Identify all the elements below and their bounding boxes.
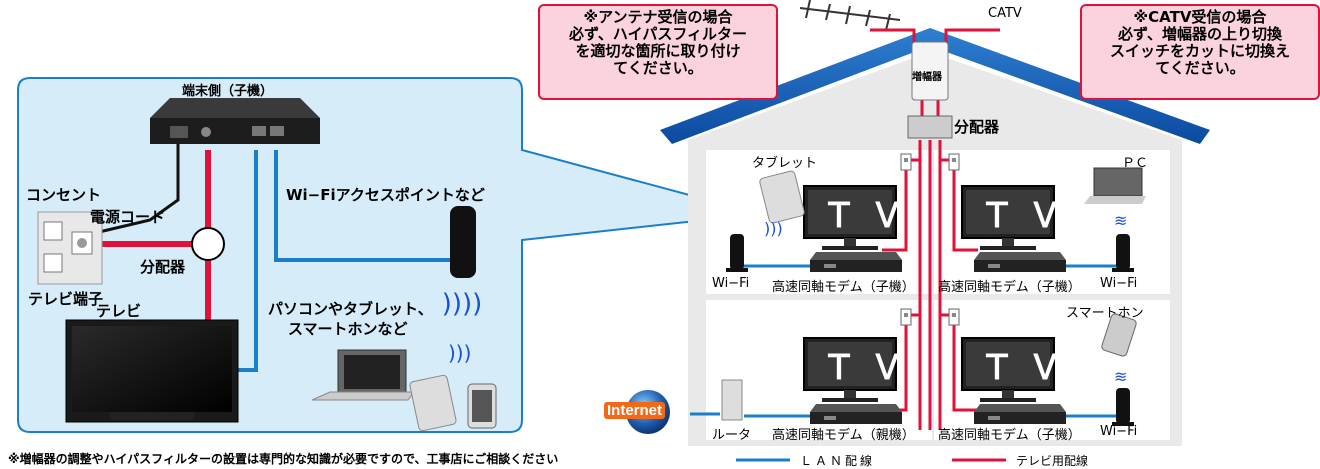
room-bl-router-label: ルータ — [712, 428, 752, 443]
room-bl-modem-label: 高速同軸モデム（親機） — [772, 428, 915, 443]
tablet-label: タブレット — [752, 156, 818, 171]
house-splitter-label: 分配器 — [954, 118, 1000, 136]
legend-lan-label: ＬＡＮ配線 — [800, 454, 876, 468]
wifi-signal-icon: )))) — [442, 289, 483, 319]
svg-text:≋: ≋ — [1114, 367, 1127, 386]
terminal-label: 端末側（子機） — [182, 84, 274, 99]
tablet-icon — [759, 170, 805, 224]
smartphone-label: スマートホン — [1066, 306, 1144, 321]
room-br-modem-label: 高速同軸モデム（子機） — [938, 428, 1081, 443]
antenna-callout-line: ※アンテナ受信の場合 — [583, 8, 733, 26]
lan-wiring — [690, 264, 1116, 418]
tablet-icon — [409, 374, 457, 432]
catv-callout-line: ※CATV受信の場合 — [1133, 8, 1267, 26]
modem-icon — [974, 404, 1066, 424]
internet-label: Internet — [604, 402, 666, 419]
room-tl-wifi-label: Wi−Fi — [712, 276, 750, 291]
footnote: ※増幅器の調整やハイパスフィルターの設置は専門的な知識が必要ですので、工事店にご… — [8, 452, 559, 466]
legend-tv-label: テレビ用配線 — [1016, 454, 1089, 468]
detail-splitter-label: 分配器 — [140, 258, 186, 276]
room-tr-wifi-label: Wi−Fi — [1100, 276, 1138, 291]
svg-text:≋: ≋ — [1114, 211, 1127, 230]
room-outlet — [900, 308, 912, 326]
router-icon — [721, 379, 743, 421]
tv-text: ＴＶ — [980, 349, 1076, 387]
smartphone-icon — [1101, 313, 1137, 357]
antenna-icon — [799, 0, 901, 31]
catv-callout-line: 必ず、増幅器の上り切換 — [1118, 25, 1282, 43]
room-tr-modem-label: 高速同軸モデム（子機） — [938, 280, 1081, 295]
wall-outlet — [37, 211, 103, 285]
antenna-callout: ※アンテナ受信の場合 必ず、ハイパスフィルター を適切な箇所に取り付け てくださ… — [538, 4, 778, 100]
terminal-device — [150, 98, 320, 144]
amplifier-label: 増幅器 — [912, 72, 942, 83]
catv-callout: ※CATV受信の場合 必ず、増幅器の上り切換 スイッチをカットに切換え てくださ… — [1080, 4, 1320, 100]
tv-terminal-label: テレビ端子 — [28, 290, 104, 308]
devices-label-2: スマートホンなど — [288, 320, 408, 338]
devices-label-1: パソコンやタブレット、 — [268, 300, 433, 318]
outlet-label: コンセント — [26, 186, 102, 204]
antenna-callout-line: を適切な箇所に取り付け — [575, 42, 741, 60]
power-cord-label: 電源コード — [90, 208, 166, 226]
detail-tv — [65, 319, 239, 423]
laptop-icon — [1084, 167, 1146, 204]
catv-label: CATV — [988, 6, 1022, 21]
svg-text:))): ))) — [764, 219, 783, 238]
modem-icon — [810, 252, 902, 272]
wifi-ap-device — [450, 206, 476, 278]
catv-callout-line: スイッチをカットに切換え — [1109, 42, 1290, 60]
modem-icon — [810, 404, 902, 424]
tv-text: ＴＶ — [822, 197, 918, 235]
room-br-wifi-label: Wi−Fi — [1100, 424, 1138, 439]
splitter-device — [907, 115, 953, 139]
room-tl-modem-label: 高速同軸モデム（子機） — [772, 280, 915, 295]
phone-icon — [467, 383, 497, 429]
catv-callout-line: てください。 — [1155, 59, 1245, 77]
wifi-signal-icons: ))) ≋ ≋ — [764, 211, 1127, 386]
modem-icon — [974, 252, 1066, 272]
room-outlet — [900, 153, 912, 171]
detail-tv-label: テレビ — [96, 302, 142, 320]
wifi-ap-label: Wi−Fiアクセスポイントなど — [286, 186, 485, 204]
antenna-callout-line: てください。 — [613, 59, 703, 77]
room-outlet — [948, 308, 960, 326]
laptop-icon — [311, 349, 415, 401]
antenna-callout-line: 必ず、ハイパスフィルター — [568, 25, 748, 43]
tv-text: ＴＶ — [822, 349, 918, 387]
amplifier-device — [911, 41, 949, 101]
room-outlet — [948, 153, 960, 171]
wifi-signal-icon-2: ))) — [448, 341, 471, 365]
pc-label: ＰＣ — [1122, 156, 1149, 171]
tv-text: ＴＶ — [980, 197, 1076, 235]
